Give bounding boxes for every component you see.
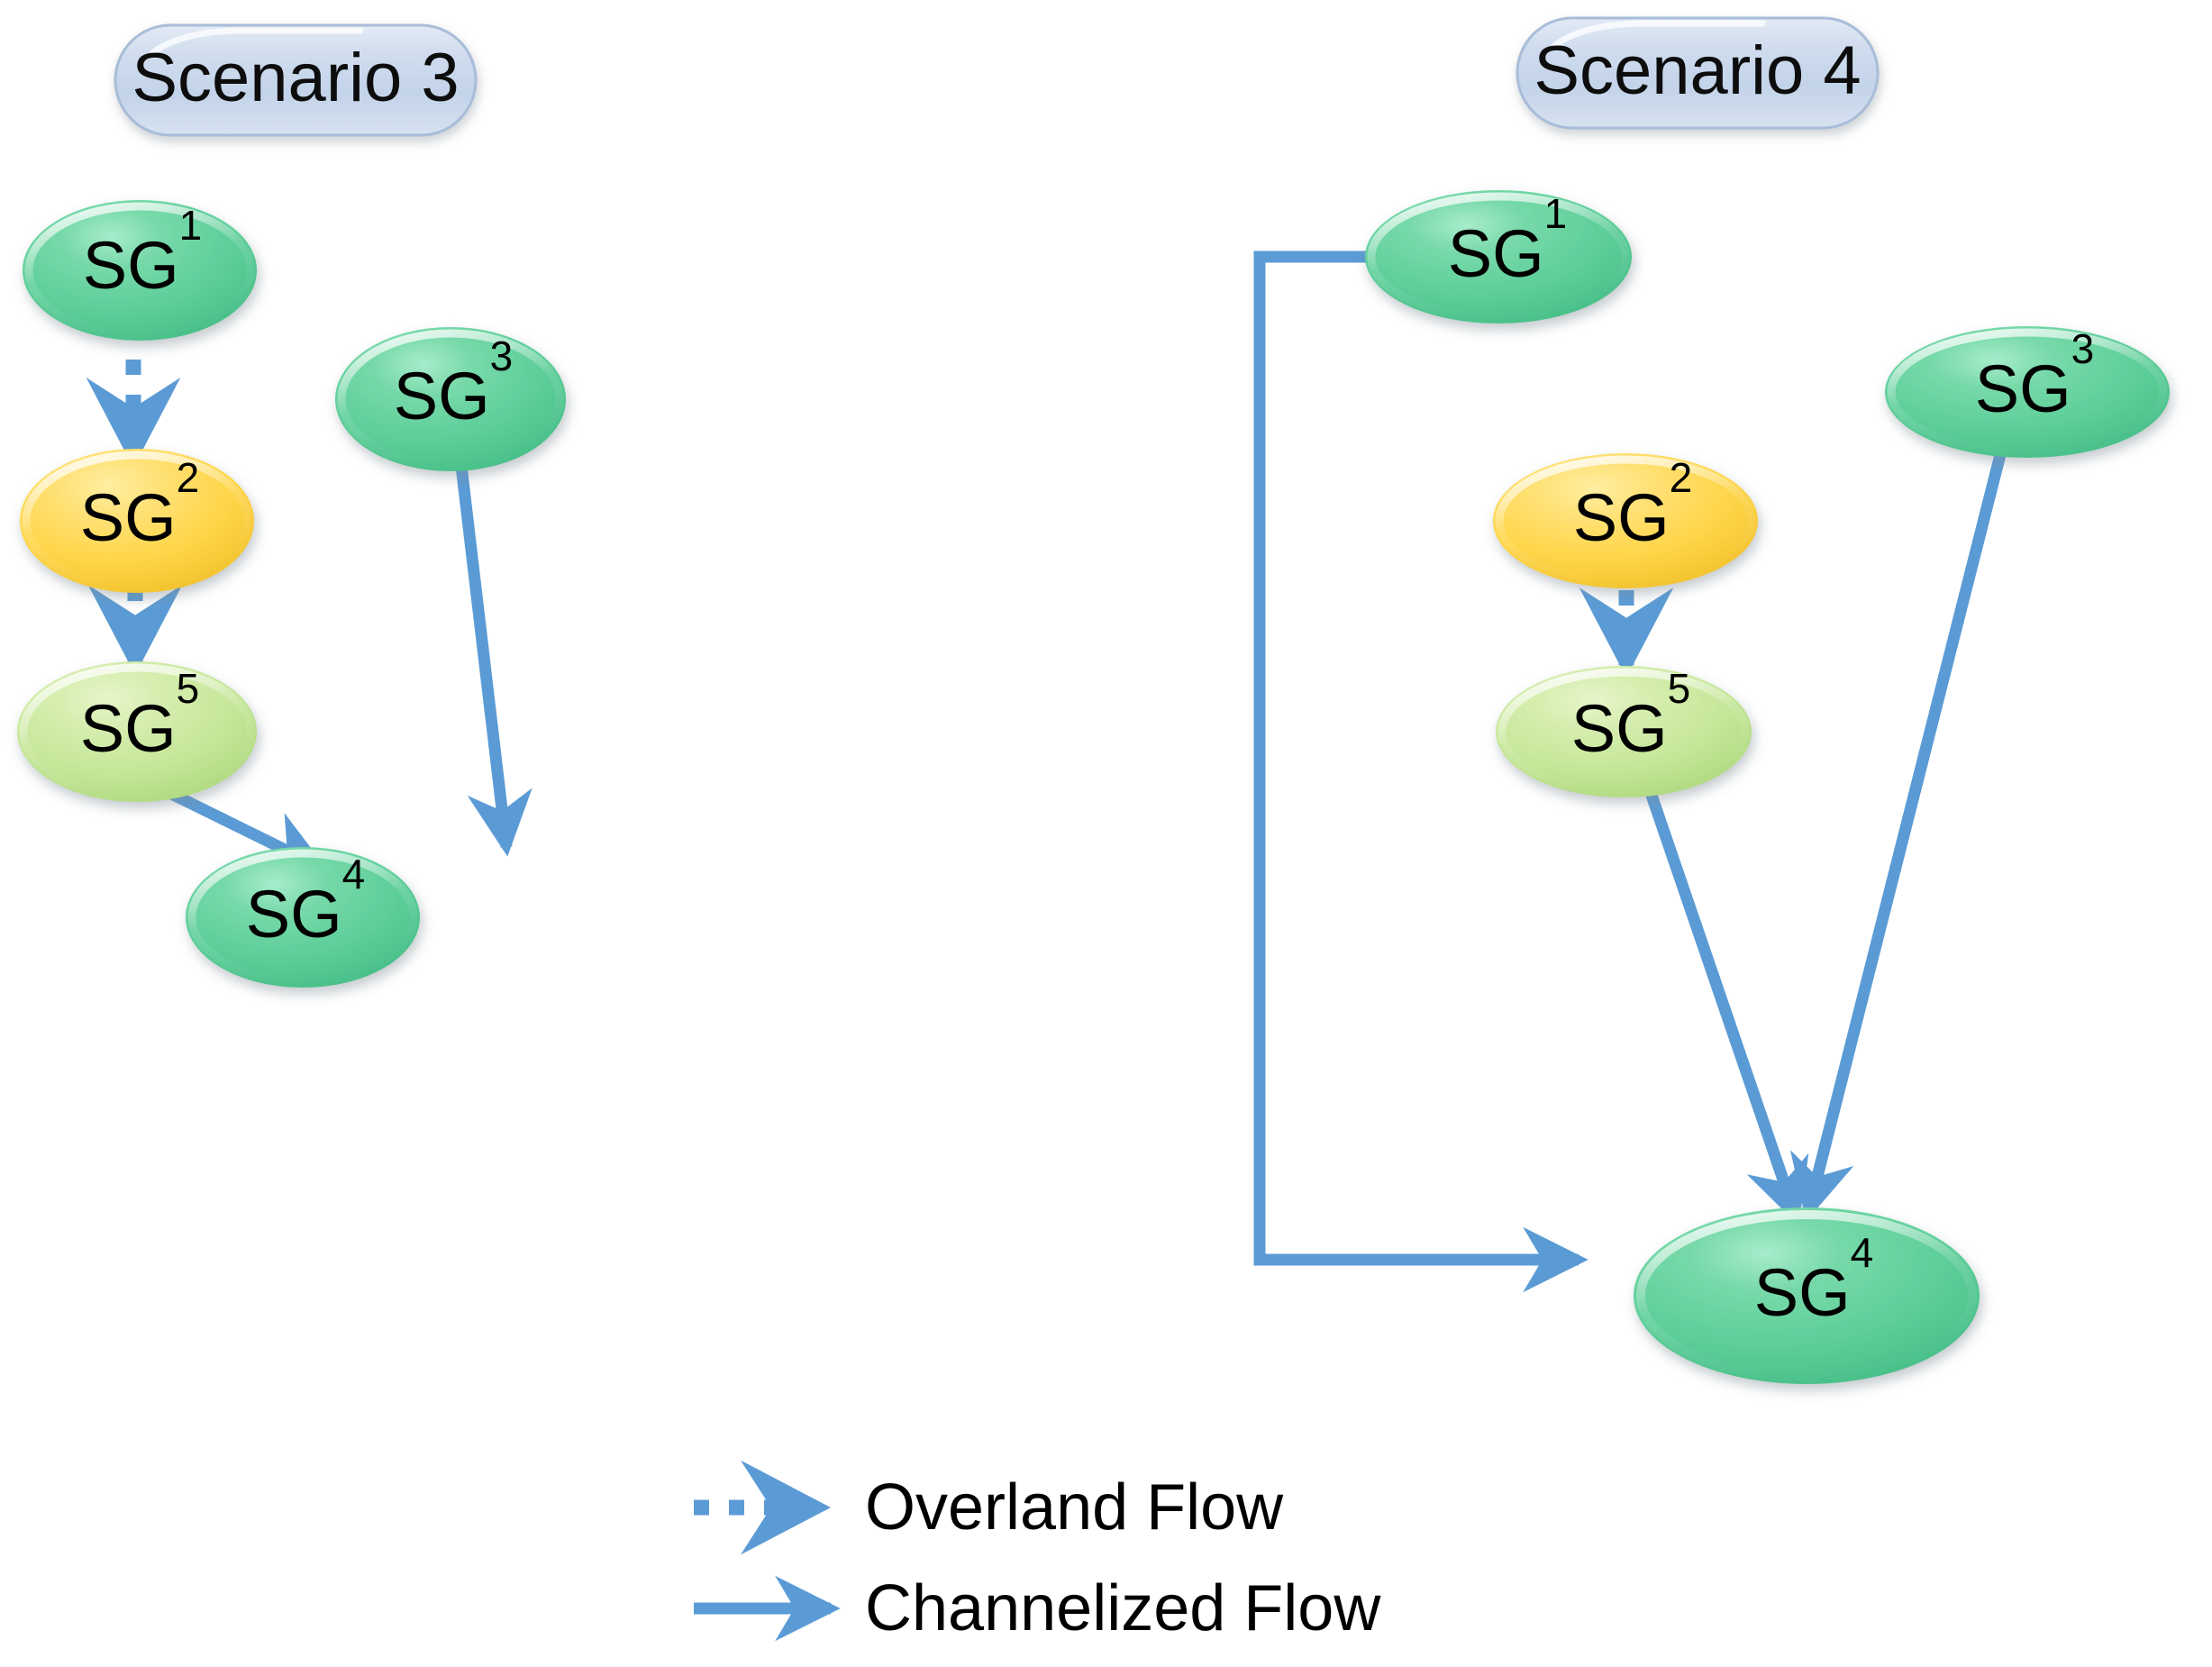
node-ellipse bbox=[335, 327, 566, 471]
node-s4-sg2[interactable]: SG2 bbox=[1493, 453, 1758, 588]
node-ellipse bbox=[1365, 190, 1632, 323]
scenario-4-badge[interactable]: Scenario 4 bbox=[1516, 16, 1880, 130]
node-ellipse bbox=[17, 661, 257, 802]
node-ellipse bbox=[1634, 1207, 1980, 1384]
node-s3-sg3[interactable]: SG3 bbox=[335, 327, 566, 471]
node-s3-sg4-label: SG4 bbox=[246, 851, 366, 951]
node-s3-sg1-label: SG1 bbox=[83, 202, 203, 302]
node-ellipse bbox=[20, 449, 254, 593]
edge-s4-sg3-to-sg4 bbox=[1790, 435, 2011, 1222]
node-bevel-highlight bbox=[1887, 328, 2168, 456]
badge-highlight bbox=[150, 27, 364, 56]
node-s3-sg5-label: SG5 bbox=[80, 665, 200, 765]
node-s3-sg3-label: SG3 bbox=[394, 332, 514, 433]
node-s4-sg5-label: SG5 bbox=[1571, 665, 1691, 765]
legend-label-overland: Overland Flow bbox=[865, 1471, 1284, 1544]
node-ellipse bbox=[1885, 326, 2170, 458]
legend-item-overland: Overland Flow bbox=[694, 1460, 1284, 1555]
node-bevel-highlight bbox=[187, 849, 418, 986]
node-bevel-highlight bbox=[1367, 192, 1630, 322]
node-s3-sg4[interactable]: SG4 bbox=[186, 847, 420, 988]
scenario-3-label: Scenario 3 bbox=[132, 40, 459, 116]
node-bevel-highlight bbox=[22, 451, 252, 591]
scenario-4-label: Scenario 4 bbox=[1534, 32, 1861, 109]
node-s4-sg4-label: SG4 bbox=[1754, 1229, 1874, 1329]
node-s3-sg5[interactable]: SG5 bbox=[17, 661, 257, 802]
node-bevel-highlight bbox=[1497, 668, 1750, 796]
badge-highlight bbox=[1552, 20, 1766, 49]
node-s3-sg2-label: SG2 bbox=[80, 454, 200, 554]
edge-s3-sg3-to-sg4 bbox=[453, 450, 533, 857]
scenario-3-badge-shape bbox=[114, 23, 478, 137]
node-s4-sg3[interactable]: SG3 bbox=[1885, 325, 2170, 458]
legend-item-channelized: Channelized Flow bbox=[694, 1572, 1381, 1644]
node-bevel-highlight bbox=[19, 663, 255, 800]
node-ellipse bbox=[186, 847, 420, 988]
node-ellipse bbox=[1493, 453, 1758, 588]
node-s4-sg4[interactable]: SG4 bbox=[1634, 1207, 1980, 1384]
node-bevel-highlight bbox=[1495, 455, 1756, 587]
legend: Overland Flow Channelized Flow bbox=[694, 1460, 1381, 1644]
node-s4-sg2-label: SG2 bbox=[1573, 454, 1693, 554]
node-s4-sg5[interactable]: SG5 bbox=[1496, 665, 1752, 797]
node-s3-sg2[interactable]: SG2 bbox=[20, 449, 254, 593]
node-s4-sg1-label: SG1 bbox=[1448, 190, 1568, 290]
scenario-3-badge[interactable]: Scenario 3 bbox=[114, 23, 478, 137]
edge-s4-sg1-to-sg4 bbox=[1253, 251, 1588, 1293]
node-s3-sg1[interactable]: SG1 bbox=[23, 200, 257, 341]
node-s4-sg1[interactable]: SG1 bbox=[1365, 190, 1632, 323]
scenario-4-badge-shape bbox=[1516, 16, 1880, 130]
edge-s4-sg5-to-sg4 bbox=[1641, 779, 1809, 1226]
legend-label-channelized: Channelized Flow bbox=[865, 1572, 1381, 1644]
node-ellipse bbox=[1496, 666, 1752, 797]
node-s4-sg3-label: SG3 bbox=[1975, 325, 2095, 425]
node-bevel-highlight bbox=[1636, 1210, 1977, 1381]
node-ellipse bbox=[23, 200, 257, 341]
node-bevel-highlight bbox=[337, 329, 564, 469]
node-bevel-highlight bbox=[24, 202, 255, 339]
